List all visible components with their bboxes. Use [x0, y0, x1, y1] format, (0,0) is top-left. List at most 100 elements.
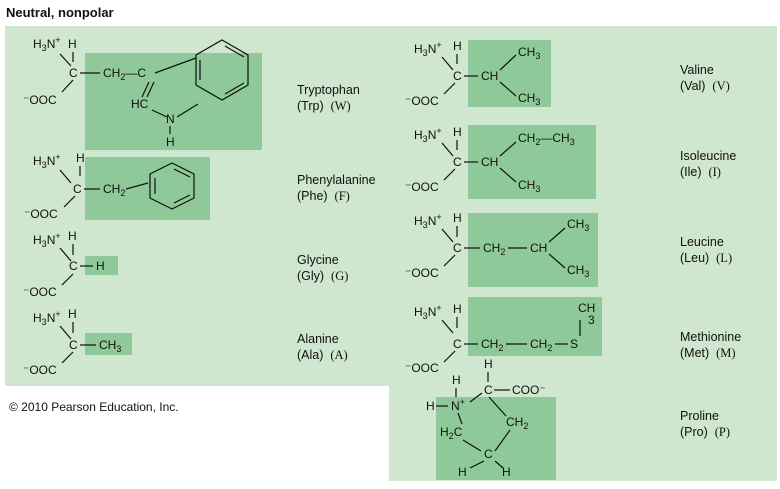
tryptophan-structure: H3N+ H C ⁻OOC CH2—C HC N H — [23, 35, 249, 149]
amino-acid-name: Valine — [680, 63, 714, 77]
svg-text:COO⁻: COO⁻ — [512, 383, 546, 397]
side-chain-box-phenylalanine — [85, 157, 210, 220]
svg-text:H: H — [453, 39, 462, 53]
amino-acid-letter: (F) — [334, 189, 350, 203]
proline-structure: H C COO⁻ H H N+ CH2 H2C C H H — [426, 357, 546, 479]
svg-text:H3N+: H3N+ — [414, 212, 442, 230]
leucine-structure: H3N+ H C ⁻OOC CH2 CH CH3 CH3 — [405, 211, 589, 280]
label-methionine: Methionine (Met) (M) — [680, 329, 741, 361]
svg-text:H3N+: H3N+ — [33, 152, 61, 170]
svg-text:⁻OOC: ⁻OOC — [405, 266, 439, 280]
svg-text:HC: HC — [131, 97, 149, 111]
svg-text:C: C — [73, 182, 82, 196]
svg-text:⁻OOC: ⁻OOC — [24, 207, 58, 221]
svg-text:⁻OOC: ⁻OOC — [23, 285, 57, 299]
side-chain-box-leucine — [468, 213, 598, 287]
amino-acid-code: (Ile) — [680, 165, 702, 179]
amino-acid-name: Isoleucine — [680, 149, 737, 163]
svg-text:C: C — [453, 155, 462, 169]
svg-text:H: H — [453, 125, 462, 139]
amino-acid-code: (Phe) — [297, 189, 328, 203]
svg-text:H: H — [484, 357, 493, 371]
svg-text:H3N+: H3N+ — [414, 40, 442, 58]
svg-text:S: S — [570, 337, 578, 351]
side-chain-box-valine — [468, 40, 551, 107]
svg-text:H: H — [166, 135, 175, 149]
amino-acid-letter: (A) — [330, 348, 348, 362]
svg-text:CH2: CH2 — [483, 241, 505, 257]
svg-text:CH3: CH3 — [518, 178, 540, 194]
amino-acid-code: (Gly) — [297, 269, 325, 283]
amino-acid-code: (Val) — [680, 79, 706, 93]
amino-acid-letter: (I) — [708, 165, 721, 179]
svg-text:CH3: CH3 — [567, 217, 589, 233]
svg-text:CH2: CH2 — [506, 415, 528, 431]
svg-text:H2C: H2C — [440, 425, 463, 441]
svg-text:H: H — [502, 465, 511, 479]
svg-text:⁻OOC: ⁻OOC — [23, 363, 57, 377]
svg-text:C: C — [484, 383, 493, 397]
svg-text:N+: N+ — [451, 397, 465, 413]
amino-acid-letter: (M) — [716, 346, 736, 360]
svg-text:H: H — [68, 307, 77, 321]
svg-text:CH: CH — [530, 241, 547, 255]
valine-structure: H3N+ H C ⁻OOC CH CH3 CH3 — [405, 39, 540, 108]
amino-acid-name: Phenylalanine — [297, 173, 376, 187]
svg-text:H: H — [76, 151, 85, 165]
svg-text:C: C — [453, 69, 462, 83]
amino-acid-code: (Met) — [680, 346, 710, 360]
svg-text:H: H — [426, 399, 435, 413]
side-chain-box-proline — [436, 397, 556, 480]
label-isoleucine: Isoleucine (Ile) (I) — [680, 148, 736, 180]
amino-acid-letter: (V) — [712, 79, 730, 93]
label-glycine: Glycine (Gly) (G) — [297, 252, 348, 284]
amino-acid-name: Proline — [680, 409, 719, 423]
svg-text:CH2—C: CH2—C — [103, 66, 146, 82]
amino-acid-name: Glycine — [297, 253, 339, 267]
svg-text:C: C — [453, 241, 462, 255]
svg-text:H: H — [453, 302, 462, 316]
amino-acid-code: (Pro) — [680, 425, 708, 439]
methionine-structure: H3N+ H C ⁻OOC CH2 CH2 S CH 3 — [405, 301, 595, 375]
amino-acid-letter: (L) — [716, 251, 733, 265]
svg-text:H: H — [68, 229, 77, 243]
svg-text:H: H — [68, 37, 77, 51]
svg-text:CH3: CH3 — [518, 45, 540, 61]
svg-text:CH2: CH2 — [481, 337, 503, 353]
svg-text:3: 3 — [588, 313, 595, 327]
side-chain-box-glycine — [85, 256, 118, 275]
svg-text:H3N+: H3N+ — [33, 309, 61, 327]
svg-text:⁻OOC: ⁻OOC — [23, 93, 57, 107]
svg-text:C: C — [69, 66, 78, 80]
glycine-structure: H3N+ H C ⁻OOC H — [23, 229, 105, 299]
svg-text:H: H — [453, 211, 462, 225]
svg-text:⁻OOC: ⁻OOC — [405, 180, 439, 194]
svg-text:CH3: CH3 — [518, 91, 540, 107]
svg-text:CH2: CH2 — [103, 182, 125, 198]
svg-text:H: H — [452, 373, 461, 387]
amino-acid-letter: (G) — [331, 269, 349, 283]
svg-text:C: C — [69, 259, 78, 273]
label-proline: Proline (Pro) (P) — [680, 408, 730, 440]
svg-text:CH: CH — [481, 155, 498, 169]
svg-text:H3N+: H3N+ — [33, 35, 61, 53]
label-alanine: Alanine (Ala) (A) — [297, 331, 348, 363]
amino-acid-code: (Leu) — [680, 251, 710, 265]
amino-acid-name: Tryptophan — [297, 83, 360, 97]
alanine-structure: H3N+ H C ⁻OOC CH3 — [23, 307, 121, 377]
svg-text:H3N+: H3N+ — [414, 303, 442, 321]
label-tryptophan: Tryptophan (Trp) (W) — [297, 82, 360, 114]
amino-acid-name: Alanine — [297, 332, 339, 346]
side-chain-box-tryptophan — [85, 53, 262, 150]
amino-acid-letter: (P) — [714, 425, 731, 439]
amino-acid-name: Methionine — [680, 330, 742, 344]
svg-text:⁻OOC: ⁻OOC — [405, 361, 439, 375]
svg-text:⁻OOC: ⁻OOC — [405, 94, 439, 108]
amino-acid-name: Leucine — [680, 235, 724, 249]
svg-text:C: C — [484, 447, 493, 461]
phenylalanine-structure: H3N+ H C ⁻OOC CH2 — [24, 151, 195, 221]
svg-text:H: H — [458, 465, 467, 479]
svg-text:C: C — [453, 337, 462, 351]
label-valine: Valine (Val) (V) — [680, 62, 730, 94]
